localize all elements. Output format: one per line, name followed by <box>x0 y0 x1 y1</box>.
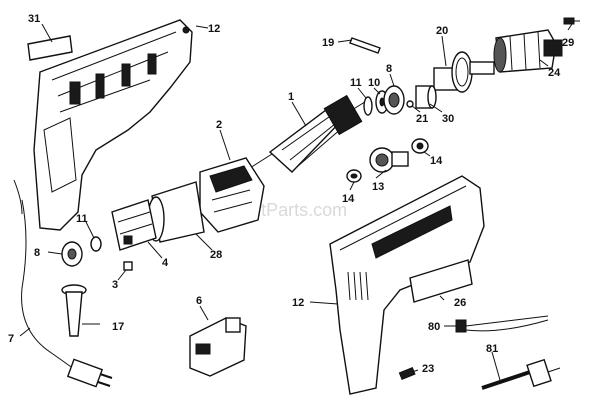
callout-17: 17 <box>112 321 124 333</box>
part-80-key-holder <box>455 315 549 333</box>
part-24-chuck <box>493 29 563 73</box>
callout-81: 81 <box>486 343 498 355</box>
part-31-nameplate <box>27 35 73 61</box>
part-28-field-ring <box>147 181 205 243</box>
callout-6: 6 <box>196 295 202 307</box>
callout-3: 3 <box>112 279 118 291</box>
callout-14-lower: 14 <box>342 193 355 205</box>
callout-30: 30 <box>442 113 454 125</box>
part-6-switch <box>189 317 247 377</box>
part-14-bearing-upper <box>411 138 429 154</box>
part-81-chuck-key <box>481 358 561 390</box>
part-2-field <box>199 157 265 233</box>
part-23-screw <box>398 366 416 380</box>
part-8-bearing-upper <box>383 85 405 115</box>
part-7-cord-and-plug <box>13 179 113 388</box>
callout-8-upper: 8 <box>386 63 392 75</box>
callout-4: 4 <box>162 257 169 269</box>
part-12-housing-half-left <box>33 19 193 231</box>
part-1-armature <box>249 94 369 173</box>
callout-11-lower: 11 <box>76 213 88 225</box>
part-26-label <box>409 259 473 303</box>
callout-2: 2 <box>216 119 222 131</box>
leader-lines <box>19 23 573 381</box>
callout-8-lower: 8 <box>34 247 40 259</box>
callout-19: 19 <box>322 37 334 49</box>
part-19-pin <box>349 37 381 54</box>
callout-12-lower: 12 <box>292 297 304 309</box>
part-30-bearing <box>415 85 437 109</box>
part-14-bearing-lower <box>346 169 362 183</box>
callout-21: 21 <box>416 113 428 125</box>
part-11-washer-upper <box>363 96 373 116</box>
part-17-strain-relief <box>61 284 87 337</box>
callout-labels: 31 12 19 20 29 24 1 11 10 8 21 30 2 14 1… <box>8 13 574 375</box>
part-11-washer-lower <box>90 236 102 252</box>
callout-12-top: 12 <box>208 23 220 35</box>
callout-31: 31 <box>28 13 40 25</box>
callout-23: 23 <box>422 363 434 375</box>
callout-11-upper: 11 <box>350 77 362 89</box>
callout-26: 26 <box>454 297 466 309</box>
part-3-brush <box>123 261 133 271</box>
callout-24: 24 <box>548 67 561 79</box>
part-21-ball <box>406 100 414 108</box>
part-20-spindle-gear <box>433 51 495 93</box>
callout-14-upper: 14 <box>430 155 443 167</box>
callout-7: 7 <box>8 333 14 345</box>
part-8-bearing-lower <box>61 241 83 267</box>
part-12-housing-half-right <box>329 175 485 395</box>
callout-29: 29 <box>562 37 574 49</box>
callout-10: 10 <box>368 77 380 89</box>
callout-1: 1 <box>288 91 294 103</box>
part-4-brush-holder <box>111 199 157 251</box>
callout-80: 80 <box>428 321 440 333</box>
part-29-screw <box>563 17 580 25</box>
part-13-gear <box>369 147 409 173</box>
callout-20: 20 <box>436 25 448 37</box>
callout-28: 28 <box>210 249 222 261</box>
callout-13: 13 <box>372 181 384 193</box>
